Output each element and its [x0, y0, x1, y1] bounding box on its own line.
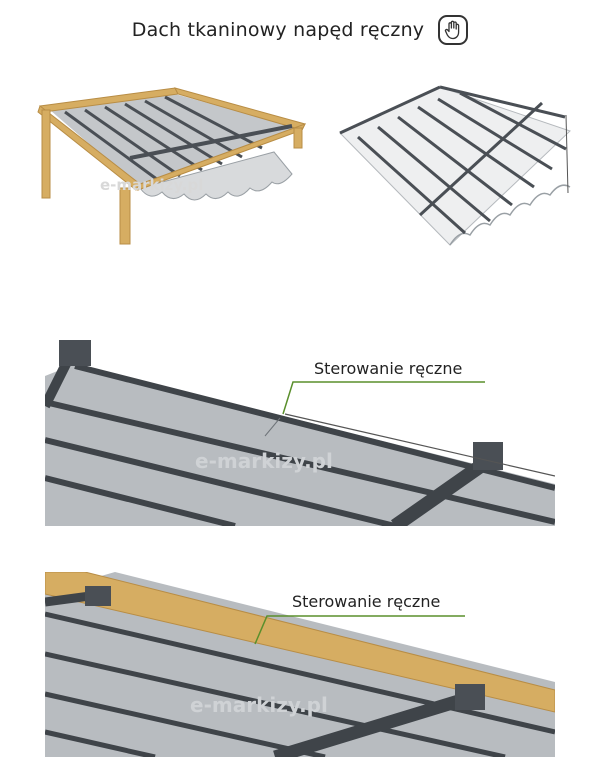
hand-icon [438, 15, 469, 45]
page-title: Dach tkaninowy napęd ręczny [131, 19, 425, 41]
frame-illustration [330, 75, 580, 250]
header: Dach tkaninowy napęd ręczny [0, 8, 600, 52]
callout-label-middle: Sterowanie ręczne [314, 359, 463, 378]
svg-text:e-markizy.pl: e-markizy.pl [195, 449, 333, 473]
manual-control-closeup: e-markizy.pl [45, 336, 555, 526]
callout-label-bottom: Sterowanie ręczne [292, 592, 441, 611]
wood-pergola-illustration: e-markizy.pl [30, 80, 310, 250]
watermark: e-markizy.pl [100, 176, 203, 194]
wood-frame-closeup: e-markizy.pl [45, 572, 555, 757]
svg-text:e-markizy.pl: e-markizy.pl [190, 693, 328, 717]
